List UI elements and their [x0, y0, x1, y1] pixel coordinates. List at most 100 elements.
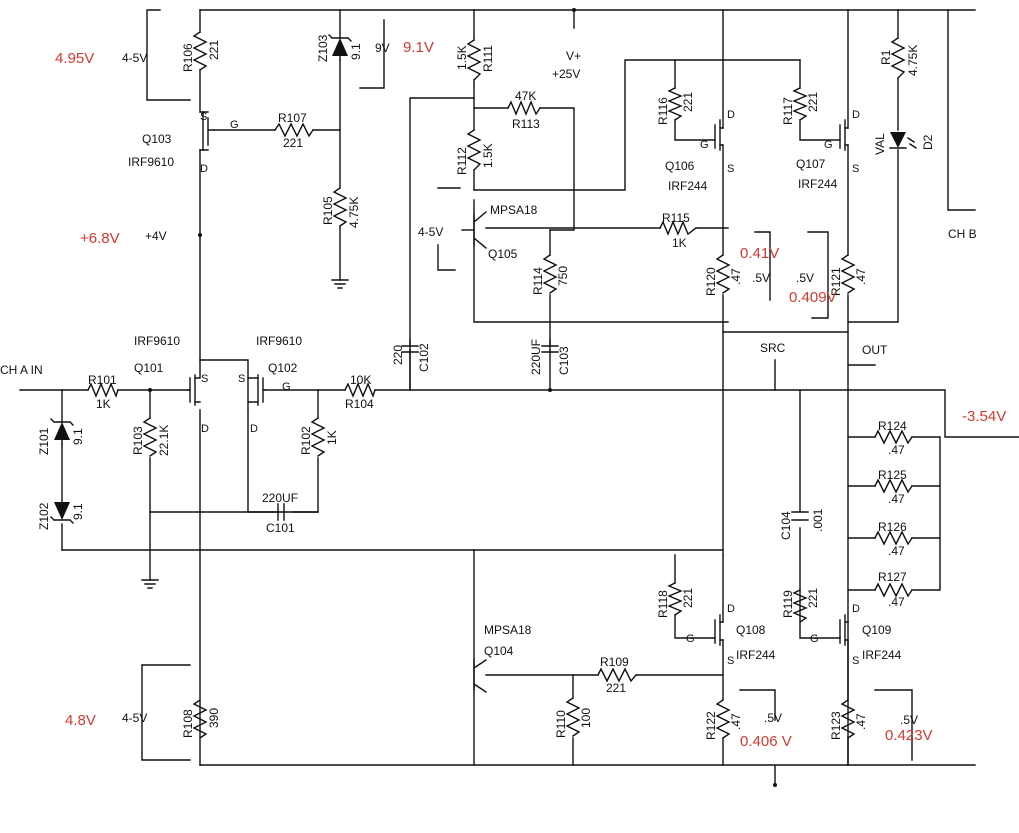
r106-label: R106 [181, 43, 195, 72]
r104-label: R104 [345, 397, 374, 411]
r106-symbol [192, 31, 208, 71]
c104-symbol [791, 511, 809, 521]
r111-symbol [466, 39, 482, 81]
r126-label: R126 [878, 520, 907, 534]
r117-label: R117 [781, 97, 795, 125]
r116-value: 221 [681, 92, 695, 112]
half-v-r121: .5V [796, 271, 814, 285]
q107-pin-d: D [852, 109, 860, 121]
z101-label: Z101 [37, 427, 51, 455]
mpsa18-bottom: MPSA18 [484, 623, 532, 637]
r115-label: R115 [662, 211, 690, 225]
range-4-5v-top: 4-5V [418, 225, 443, 239]
r124-symbol [874, 429, 913, 445]
r114-value: 750 [556, 266, 570, 286]
r1-label: R1 [879, 49, 893, 65]
q108-pin-g: G [686, 633, 695, 645]
r123-symbol [840, 699, 856, 739]
q104-label: Q104 [484, 644, 514, 658]
r110-label: R110 [554, 710, 568, 738]
meas-out: -3.54V [962, 408, 1006, 425]
r118-value: 221 [681, 588, 695, 608]
r122-label: R122 [704, 711, 718, 740]
q102-pin-s: S [238, 373, 245, 385]
r103-symbol [142, 417, 158, 457]
q102-pin-d: D [250, 423, 258, 435]
q106-part: IRF244 [668, 179, 708, 193]
q108-part: IRF244 [736, 648, 776, 662]
q107-symbol [839, 119, 849, 151]
r119-value: 221 [806, 588, 820, 608]
r101-symbol [87, 382, 119, 398]
r113-value: 47K [515, 89, 536, 103]
z103-value: 9.1 [349, 43, 363, 60]
r110-symbol [565, 697, 581, 737]
r102-symbol [310, 417, 326, 457]
r116-label: R116 [656, 97, 670, 125]
r108-value: 390 [207, 708, 221, 728]
q106-label: Q106 [665, 159, 695, 173]
q109-symbol [839, 614, 849, 646]
q104-symbol [473, 659, 487, 693]
meas-z103: 9.1V [403, 39, 434, 56]
q103-pin-d: D [200, 163, 208, 175]
q109-part: IRF244 [862, 648, 902, 662]
q103-pin-g: G [230, 119, 239, 131]
q109-pin-g: G [810, 633, 819, 645]
r117-value: 221 [806, 92, 820, 112]
range-4-5v-r108: 4-5V [122, 711, 147, 725]
r102-value: 1K [325, 430, 339, 445]
vplus-label: V+ [566, 49, 581, 63]
r109-value: 221 [606, 681, 626, 695]
q103-pin-s: S [200, 111, 207, 123]
r127-value: .47 [888, 595, 905, 609]
q103-label: Q103 [142, 132, 172, 146]
z103-label: Z103 [316, 34, 330, 62]
q109-label: Q109 [862, 623, 892, 637]
r103-value: 22.1K [157, 425, 171, 456]
ch-b-label: CH B [948, 227, 977, 241]
r101-value: 1K [96, 397, 111, 411]
q102-pin-g: G [282, 381, 291, 393]
r109-symbol [597, 667, 637, 683]
r113-symbol [507, 100, 541, 116]
q106-pin-s: S [727, 163, 734, 175]
wires [19, 9, 1019, 786]
z101-value: 9.1 [71, 428, 85, 445]
z102-value: 9.1 [71, 503, 85, 520]
range-9v-label: 9V [375, 41, 390, 55]
half-v-r123: .5V [900, 713, 918, 727]
component-labels: R106 221 Z103 9.1 1.5K R111 V+ +25V R1 4… [0, 34, 977, 740]
voltage-measurements: 4.95V 9.1V +6.8V 0.41V 0.409V -3.54V 4.8… [55, 39, 1006, 750]
r127-label: R127 [878, 570, 907, 584]
c103-label: C103 [557, 346, 571, 375]
r121-value: .47 [854, 268, 868, 285]
plus-4v-label: +4V [145, 229, 167, 243]
r115-value: 1K [672, 236, 687, 250]
r102-label: R102 [299, 426, 313, 455]
r123-value: .47 [854, 713, 868, 730]
r112-value: 1.5K [481, 143, 495, 168]
q105-label: Q105 [488, 247, 518, 261]
q105-symbol [461, 211, 487, 249]
d2-label: D2 [921, 134, 935, 150]
r121-symbol [840, 254, 856, 294]
led-d2-symbol [889, 132, 917, 149]
r122-symbol [715, 699, 731, 739]
capacitors [277, 339, 809, 521]
meas-r106: 4.95V [55, 50, 94, 67]
q107-part: IRF244 [798, 177, 838, 191]
c102-value: 220 [391, 345, 405, 365]
r107-value: 221 [283, 136, 303, 150]
r105-label: R105 [321, 196, 335, 225]
q101-label: Q101 [134, 361, 164, 375]
r114-label: R114 [531, 267, 545, 295]
z103-symbol [328, 34, 352, 61]
r120-label: R120 [704, 267, 718, 296]
r121-label: R121 [829, 267, 843, 296]
q109-pin-s: S [852, 655, 859, 667]
out-label: OUT [862, 343, 888, 357]
resistors [87, 31, 913, 739]
r104-value: 10K [350, 373, 371, 387]
transistors [187, 111, 849, 693]
